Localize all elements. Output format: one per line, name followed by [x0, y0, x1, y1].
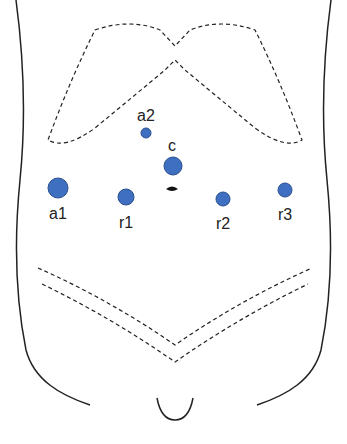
port-r3: [278, 183, 292, 197]
pelvis-line-lower: [42, 284, 308, 362]
port-a1: [48, 178, 68, 198]
body-outline-left: [16, 0, 90, 405]
port-label: c: [168, 138, 176, 154]
port-label: a1: [49, 206, 67, 222]
port-r1: [118, 189, 134, 205]
port-label: r2: [216, 216, 230, 232]
port-label: a2: [137, 108, 155, 124]
body-outline-right: [257, 0, 331, 405]
groin-curve: [157, 398, 193, 420]
port-label: r1: [119, 215, 133, 231]
port-r2: [216, 192, 230, 206]
pelvis-line-upper: [38, 268, 312, 345]
navel: [166, 187, 178, 192]
port-a2: [141, 128, 151, 138]
port-c: [164, 157, 182, 175]
rib-margin: [48, 24, 302, 143]
port-label: r3: [278, 207, 292, 223]
